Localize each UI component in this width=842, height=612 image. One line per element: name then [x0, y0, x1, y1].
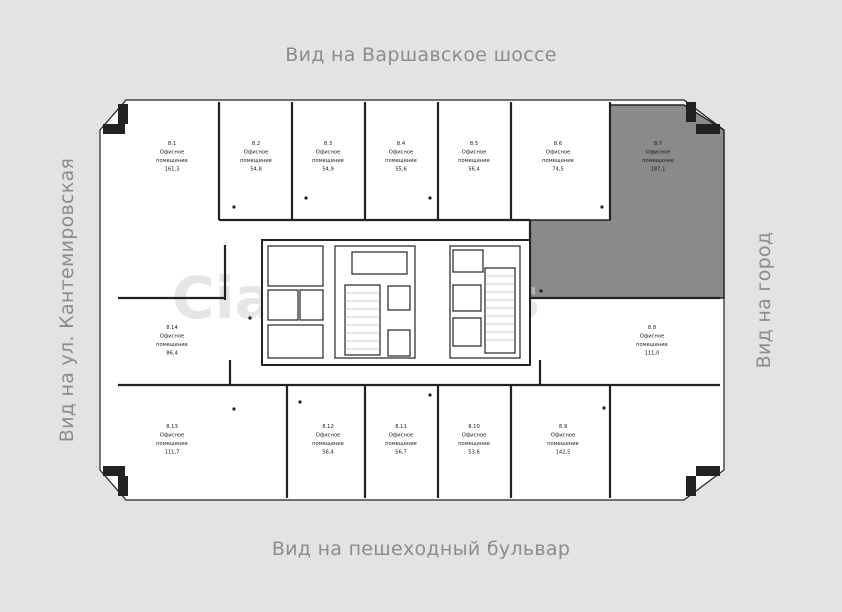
- room-area: 56,7: [395, 450, 407, 456]
- room-type: помещение: [385, 441, 417, 447]
- room-type: Офисное: [646, 150, 671, 156]
- room-type: помещение: [240, 158, 272, 164]
- room-type: Офисное: [546, 150, 571, 156]
- room-area: 55,6: [395, 167, 407, 173]
- room-area: 54,8: [250, 167, 262, 173]
- room-type: помещение: [156, 441, 188, 447]
- room-type: Офисное: [462, 150, 487, 156]
- room-number: 8.9: [559, 424, 567, 430]
- room-type: помещение: [542, 158, 574, 164]
- room-number: 8.5: [470, 141, 478, 147]
- room-type: Офисное: [389, 150, 414, 156]
- room-type: помещение: [547, 441, 579, 447]
- room-type: помещение: [156, 158, 188, 164]
- room-type: помещение: [458, 158, 490, 164]
- room-type: Офисное: [551, 433, 576, 439]
- room-type: Офисное: [244, 150, 269, 156]
- room-area: 54,9: [322, 167, 334, 173]
- room-number: 8.10: [468, 424, 480, 430]
- room-number: 8.8: [648, 325, 656, 331]
- room-type: Офисное: [160, 334, 185, 340]
- room-type: помещение: [312, 441, 344, 447]
- room-type: помещение: [636, 342, 668, 348]
- room-type: помещение: [312, 158, 344, 164]
- room-area: 56,4: [322, 450, 334, 456]
- room-number: 8.2: [252, 141, 260, 147]
- view-label-top: Вид на Варшавское шоссе: [285, 44, 557, 66]
- room-area: 74,5: [552, 167, 564, 173]
- room-number: 8.11: [395, 424, 407, 430]
- room-type: Офисное: [389, 433, 414, 439]
- room-type: Офисное: [462, 433, 487, 439]
- room-type: помещение: [458, 441, 490, 447]
- room-area: 142,5: [556, 450, 571, 456]
- room-number: 8.1: [168, 141, 176, 147]
- room-type: Офисное: [160, 150, 185, 156]
- room-area: 161,3: [165, 167, 180, 173]
- room-number: 8.12: [322, 424, 334, 430]
- room-area: 86,4: [166, 351, 178, 357]
- room-type: Офисное: [316, 150, 341, 156]
- room-type: Офисное: [316, 433, 341, 439]
- room-number: 8.3: [324, 141, 332, 147]
- room-type: Офисное: [160, 433, 185, 439]
- room-number: 8.7: [654, 141, 662, 147]
- room-area: 56,4: [468, 167, 480, 173]
- building-core: [261, 239, 531, 366]
- room-number: 8.14: [166, 325, 178, 331]
- room-type: помещение: [642, 158, 674, 164]
- room-area: 111,7: [165, 450, 180, 456]
- room-type: Офисное: [640, 334, 665, 340]
- room-area: 111,0: [645, 351, 660, 357]
- utility-markers: [232, 196, 606, 411]
- room-number: 8.13: [166, 424, 178, 430]
- corner-columns: [103, 102, 720, 496]
- room-type: помещение: [156, 342, 188, 348]
- room-area: 53,6: [468, 450, 480, 456]
- room-number: 8.4: [397, 141, 406, 147]
- room-type: помещение: [385, 158, 417, 164]
- room-area: 187,1: [651, 167, 666, 173]
- view-label-bottom: Вид на пешеходный бульвар: [271, 538, 571, 560]
- room-number: 8.6: [554, 141, 562, 147]
